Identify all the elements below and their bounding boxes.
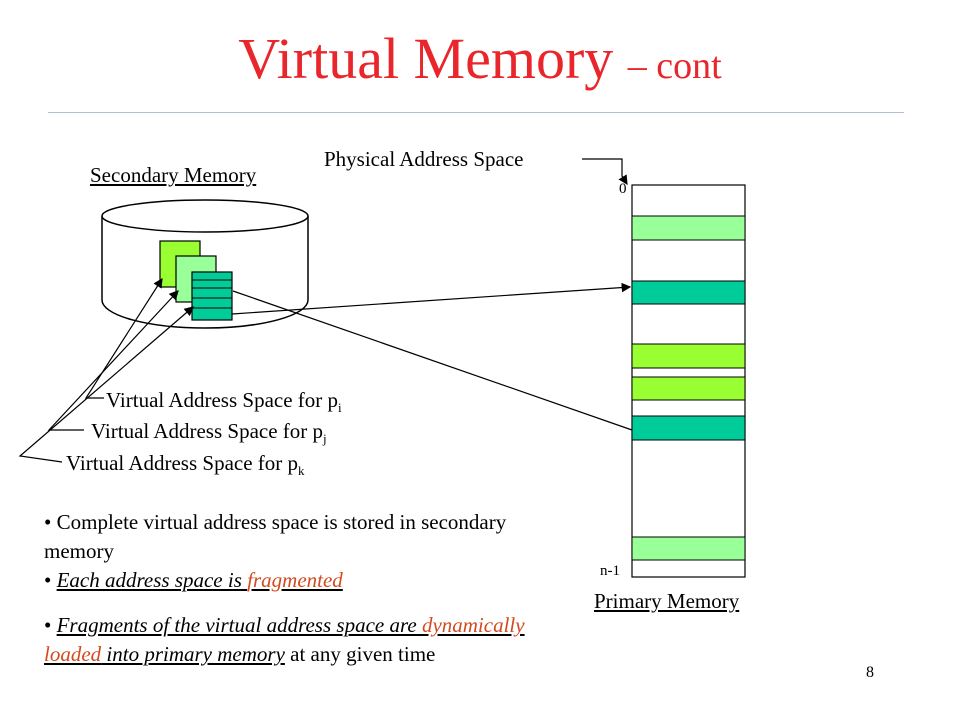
frame-5 — [631, 415, 746, 441]
leader-pk — [18, 306, 194, 463]
physical-address-arrow — [582, 158, 628, 186]
vas-label-pk: Virtual Address Space for pk — [66, 451, 305, 479]
bullet-1: • Complete virtual address space is stor… — [44, 510, 507, 563]
bullet-2: • Each address space is fragmented — [44, 568, 343, 592]
slide-title-main: Virtual Memory — [238, 26, 614, 91]
vas-label-pi: Virtual Address Space for pi — [106, 388, 342, 416]
physical-address-space-label: Physical Address Space — [324, 147, 524, 171]
frame-4 — [631, 376, 746, 401]
slide-number: 8 — [866, 664, 874, 681]
primary-memory-column — [631, 184, 746, 578]
vas-page-pk — [191, 271, 233, 321]
leader-pj — [47, 290, 179, 431]
primary-memory-label: Primary Memory — [594, 589, 740, 613]
slide-title: Virtual Memory – cont — [0, 24, 960, 101]
vas-label-pj: Virtual Address Space for pj — [91, 419, 327, 447]
bullet-3: • Fragments of the virtual address space… — [44, 613, 525, 666]
address-bottom-label: n-1 — [600, 563, 620, 579]
frame-3 — [631, 343, 746, 369]
address-top-label: 0 — [619, 181, 627, 197]
title-divider — [48, 112, 904, 113]
secondary-memory-label: Secondary Memory — [90, 163, 257, 187]
map-line-pk — [231, 282, 632, 315]
frame-6 — [631, 536, 746, 561]
frame-1 — [631, 215, 746, 241]
frame-2 — [631, 280, 746, 305]
slide-title-suffix: – cont — [627, 45, 722, 87]
leader-pi — [84, 277, 163, 399]
map-line-pj — [232, 290, 633, 431]
